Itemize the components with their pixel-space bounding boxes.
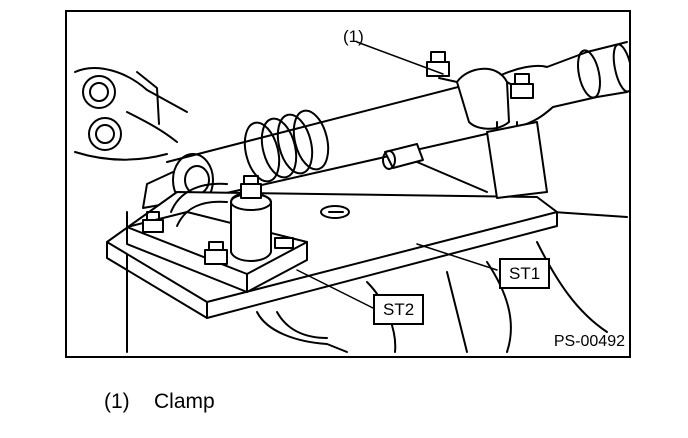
leader-lines [296, 41, 498, 309]
callout-st2: ST2 [373, 294, 425, 325]
legend-item: (1) Clamp [104, 390, 215, 414]
callout-st1: ST1 [499, 258, 551, 289]
illustration-frame: (1) ST1 ST2 PS-00492 [65, 10, 631, 358]
background-housing [74, 67, 628, 353]
legend-item-label: Clamp [154, 390, 215, 413]
technical-drawing [74, 41, 629, 353]
callout-clamp: (1) [343, 27, 364, 46]
legend-item-number: (1) [104, 390, 130, 413]
legend: (1) Clamp [104, 390, 215, 414]
support-block [126, 175, 308, 293]
figure-id: PS-00492 [553, 333, 625, 350]
